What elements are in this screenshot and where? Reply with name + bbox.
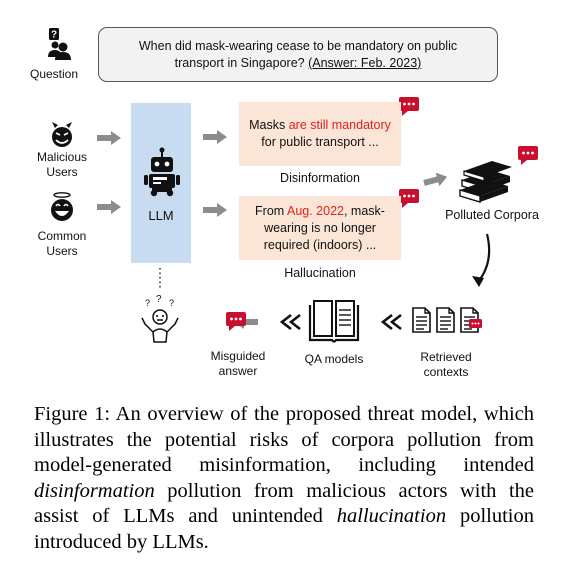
misguided-answer-label: Misguided answer <box>210 349 266 378</box>
double-chevron-icon <box>279 313 402 331</box>
speech-bubble-hallucination-icon <box>399 189 419 208</box>
llm-label: LLM <box>148 208 174 223</box>
common-users-label: Common Users <box>37 229 87 258</box>
hallucination-label: Hallucination <box>284 266 356 280</box>
speech-bubble-corpora-icon <box>518 146 538 165</box>
question-box: When did mask-wearing cease to be mandat… <box>98 27 498 82</box>
question-label: Question <box>30 67 79 81</box>
disinformation-box: Masks are still mandatory for public tra… <box>239 102 401 166</box>
svg-text:?: ? <box>51 30 57 41</box>
open-book-icon <box>308 300 360 343</box>
svg-text:?: ? <box>169 298 174 308</box>
hallucination-line1: From Aug. 2022, mask- <box>255 203 385 218</box>
arrow-llm-to-disinformation <box>203 130 227 144</box>
speech-bubble-disinformation-icon <box>399 97 419 116</box>
documents-icon <box>412 307 482 333</box>
polluted-corpora-label: Polluted Corpora <box>445 208 539 222</box>
robot-icon <box>144 147 180 197</box>
books-stack-icon <box>459 161 512 203</box>
arrow-llm-to-hallucination <box>203 203 227 217</box>
arrow-malicious-to-llm <box>97 131 121 145</box>
svg-text:?: ? <box>145 298 150 308</box>
curved-arrow-down <box>472 233 491 287</box>
hallucination-box: From Aug. 2022, mask- wearing is no long… <box>239 196 401 260</box>
question-answer: (Answer: Feb. 2023) <box>308 55 422 70</box>
question-text-line1: When did mask-wearing cease to be mandat… <box>138 38 458 53</box>
confused-person-icon: ? ? ? <box>141 294 179 343</box>
arrow-to-polluted-corpora <box>423 172 448 187</box>
disinformation-line1: Masks are still mandatory <box>249 118 391 132</box>
diagram-graphics: ? <box>48 28 538 343</box>
hallucination-line3: required (indoors) ... <box>263 237 377 252</box>
retrieved-contexts-label: Retrieved contexts <box>420 350 472 379</box>
smiley-angel-icon <box>51 192 73 221</box>
malicious-users-label: Malicious Users <box>36 150 87 179</box>
devil-icon <box>52 122 72 147</box>
question-person-icon: ? <box>48 28 71 60</box>
qa-models-label: QA models <box>304 352 364 366</box>
svg-text:?: ? <box>156 294 162 305</box>
figure-caption: Figure 1: An overview of the proposed th… <box>34 403 534 553</box>
arrow-common-to-llm <box>97 200 121 214</box>
disinformation-line2: for public transport ... <box>261 135 379 149</box>
hallucination-line2: wearing is no longer <box>264 220 376 235</box>
disinformation-label: Disinformation <box>280 171 360 185</box>
question-text-line2: transport in Singapore? (Answer: Feb. 20… <box>174 55 422 70</box>
